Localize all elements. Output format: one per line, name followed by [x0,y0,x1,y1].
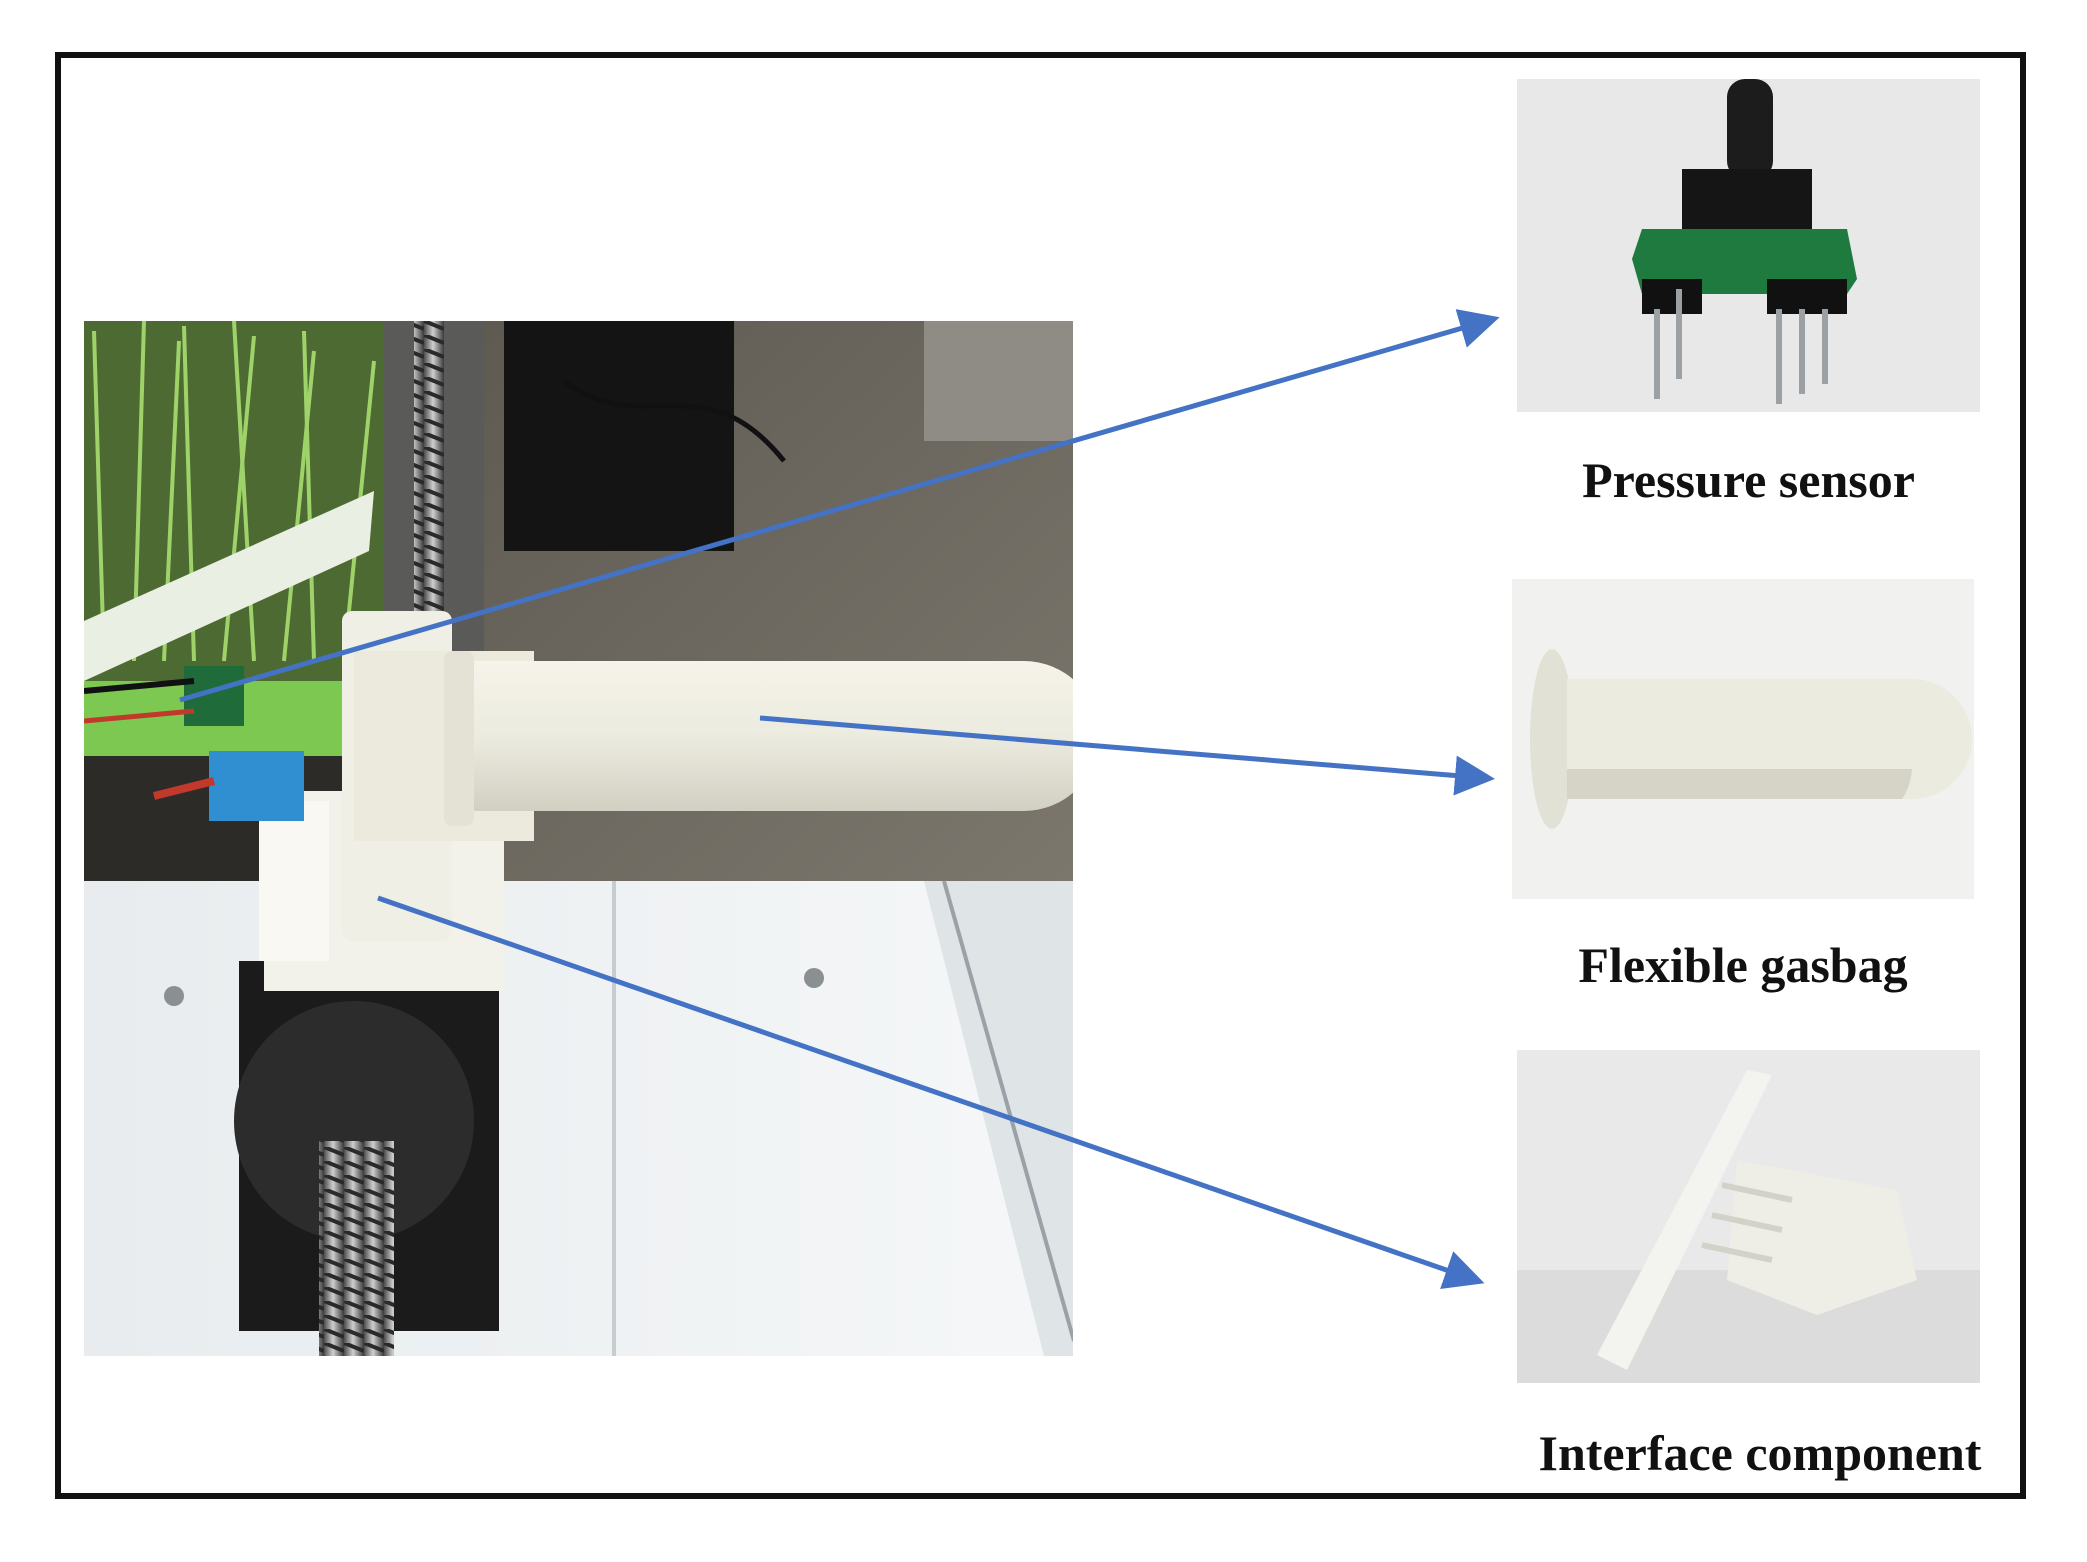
test-platform-photo [84,321,1073,1356]
flexible-gasbag-photo [1512,579,1974,899]
interface-component-caption: Interface component [1538,1425,1982,1481]
pressure-sensor-caption: Pressure sensor [1582,452,1915,508]
interface-component-photo [1517,1050,1980,1383]
pressure-sensor-photo [1517,79,1980,412]
flexible-gasbag-caption: Flexible gasbag [1578,937,1908,993]
